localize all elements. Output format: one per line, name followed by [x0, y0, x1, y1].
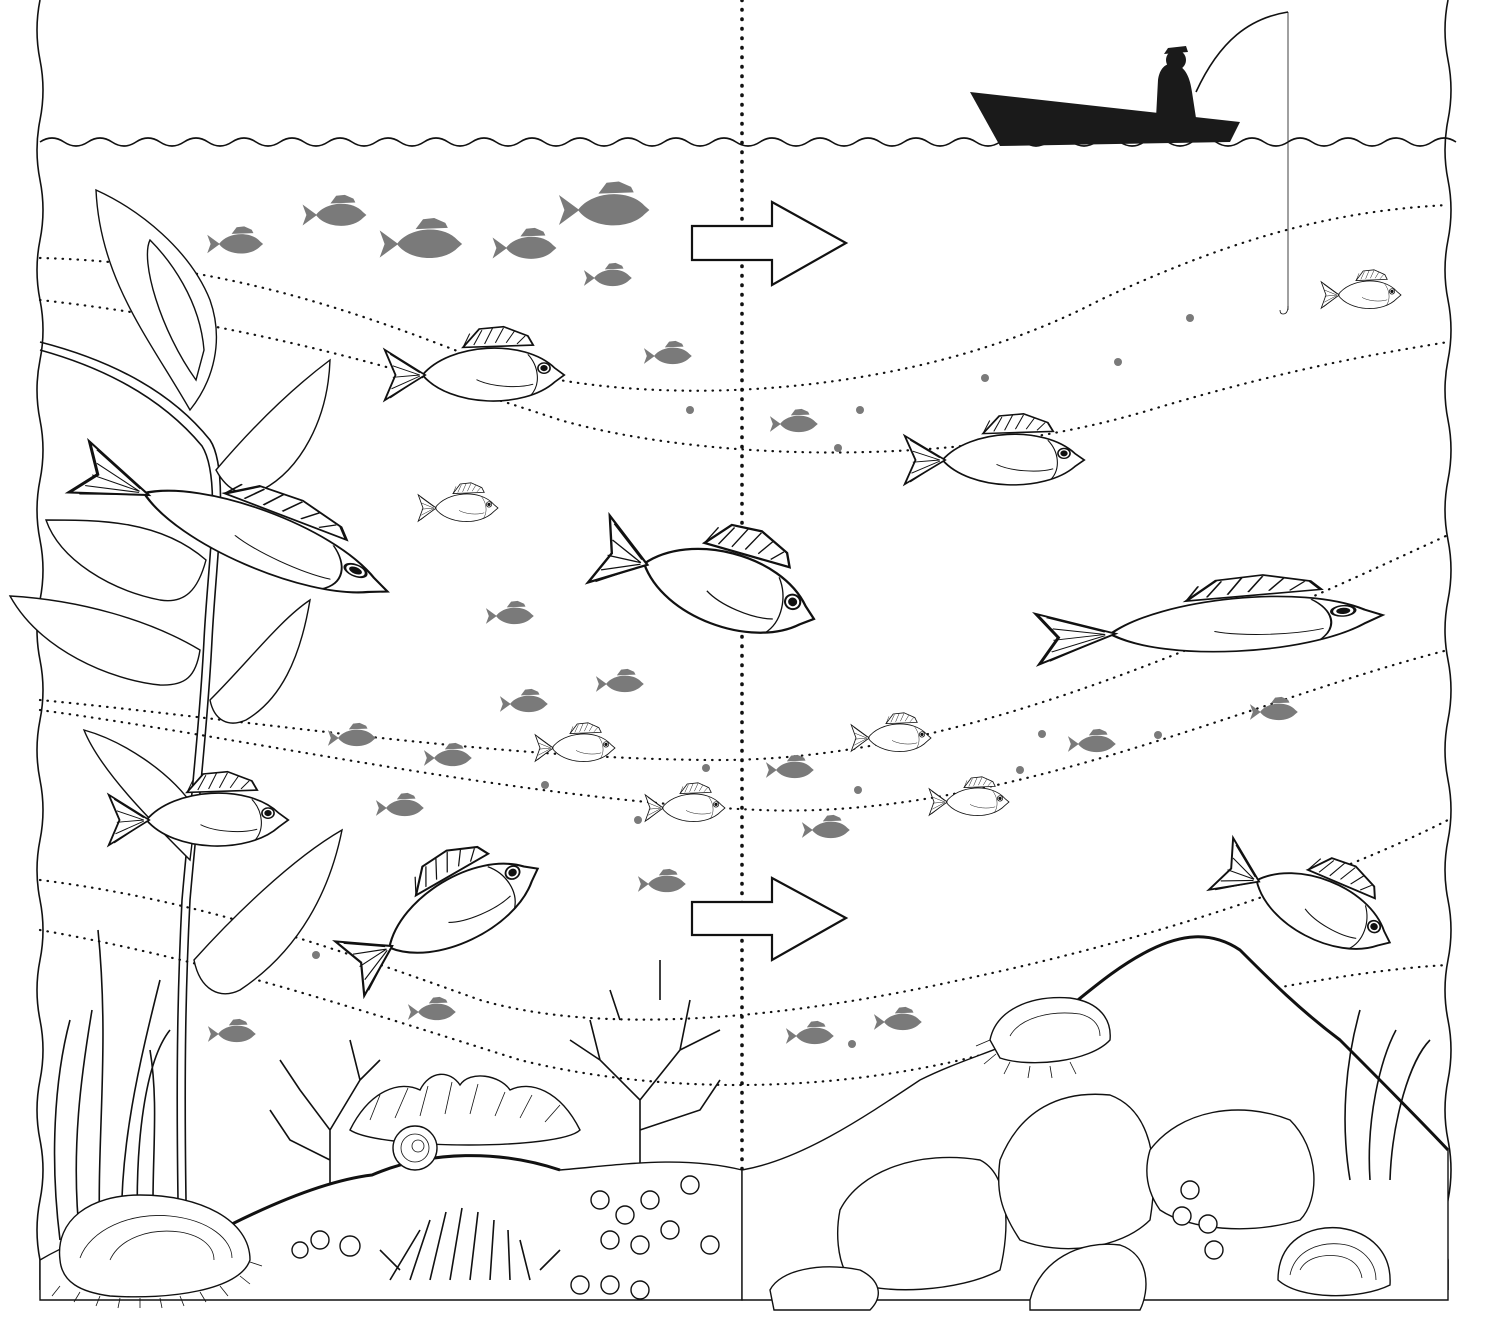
kelp-plant	[10, 190, 342, 1200]
sea-grass	[55, 930, 170, 1240]
anemone	[350, 1074, 580, 1145]
arrow-right-icon	[692, 878, 846, 960]
water-surface	[40, 138, 1456, 146]
boat-with-angler-icon	[970, 12, 1288, 314]
coral-right	[570, 960, 720, 1170]
snail-shell	[393, 1126, 437, 1170]
arrow-right-icon	[692, 202, 846, 285]
